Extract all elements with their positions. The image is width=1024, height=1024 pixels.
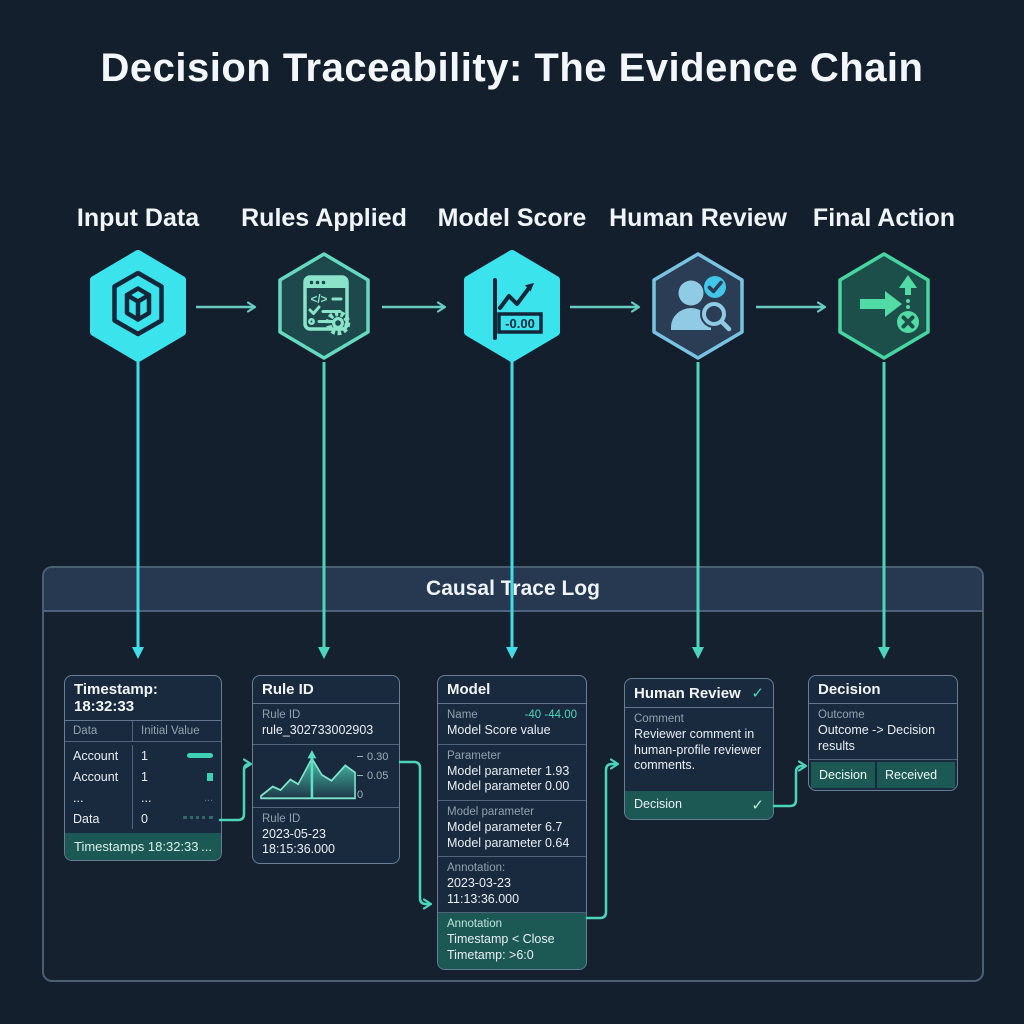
check-icon: ✓ [751, 685, 764, 702]
more-ellipsis: ... [201, 839, 212, 854]
model-name-field: Name -40 -44.00 Model Score value [438, 704, 586, 745]
stage-label-model-score: Model Score [437, 204, 587, 232]
rule-sparkline-chart: 0.30 0.05 0 [253, 745, 399, 808]
cube-icon [112, 270, 164, 337]
rules-applied-hexagon: </> [274, 250, 374, 362]
rule-id-card-header: Rule ID [253, 676, 399, 704]
mini-chip-icon [207, 772, 213, 781]
line-chart-icon: -0.00 [493, 278, 543, 340]
mini-dash-icon [183, 815, 213, 822]
decision-card-footer: Decision Received [809, 760, 957, 790]
rule-id-card: Rule ID Rule ID rule_302733002903 0.30 [252, 675, 400, 864]
person-check-magnifier-icon [671, 276, 732, 332]
column-data: Data [65, 721, 133, 741]
model-card: Model Name -40 -44.00 Model Score value … [437, 675, 587, 970]
row-ellipsis: ... [203, 791, 213, 804]
rule-timestamp-field: Rule ID 2023-05-23 18:15:36.000 [262, 812, 335, 857]
timestamp-table-columns: Data Initial Value [65, 721, 221, 742]
mini-bar-icon [187, 753, 213, 758]
received-cell: Received [877, 762, 955, 789]
model-parameter-field: Parameter Model parameter 1.93 Model par… [438, 745, 586, 801]
human-review-card-footer: Decision ✓ [625, 791, 773, 819]
sparkline-y-ticks: 0.30 0.05 0 [357, 750, 389, 801]
column-initial-value: Initial Value [141, 725, 200, 737]
human-review-hexagon [648, 250, 748, 362]
panel-title: Causal Trace Log [426, 577, 600, 600]
svg-text:-0.00: -0.00 [505, 316, 535, 331]
timestamp-table-rows: Account 1 Account 1 ... ...... Data 0 [65, 742, 221, 833]
model-parameter2-field: Model parameter Model parameter 6.7 Mode… [438, 801, 586, 858]
rule-id-field: Rule ID rule_302733002903 [253, 704, 399, 745]
gear-icon [325, 310, 351, 336]
stage-label-final-action: Final Action [812, 204, 956, 232]
human-review-card: Human Review ✓ Comment Reviewer comment … [624, 678, 774, 820]
page-title: Decision Traceability: The Evidence Chai… [100, 46, 924, 90]
table-row: Account 1 [65, 766, 221, 787]
stage-label-rules-applied: Rules Applied [241, 204, 407, 232]
table-row: ... ...... [65, 787, 221, 808]
table-row: Data 0 [65, 808, 221, 829]
model-score-accent: -40 -44.00 [524, 709, 577, 721]
human-review-card-header: Human Review ✓ [625, 679, 773, 708]
panel-header: Causal Trace Log [44, 568, 982, 612]
input-data-hexagon [88, 250, 188, 362]
decision-outcome-field: Outcome Outcome -> Decision results [809, 704, 957, 761]
timestamp-card: Timestamp: 18:32:33 Data Initial Value A… [64, 675, 222, 861]
route-decision-icon [860, 275, 919, 333]
final-action-hexagon [834, 250, 934, 362]
decision-card: Decision Outcome Outcome -> Decision res… [808, 675, 958, 792]
stage-label-human-review: Human Review [609, 204, 787, 232]
check-icon: ✓ [751, 797, 764, 814]
model-card-footer: Annotation Timestamp < Close Timetamp: >… [438, 913, 586, 969]
timestamp-card-header: Timestamp: 18:32:33 [65, 676, 221, 721]
timestamp-card-footer: Timestamps 18:32:33 ... [65, 833, 221, 860]
model-card-header: Model [438, 676, 586, 704]
decision-card-header: Decision [809, 676, 957, 704]
model-score-hexagon: -0.00 [462, 250, 562, 362]
stage-label-input-data: Input Data [76, 204, 200, 232]
model-annotation-field: Annotation: 2023-03-23 11:13:36.000 [438, 857, 586, 914]
human-review-comment-field: Comment Reviewer comment in human-profil… [634, 713, 762, 773]
svg-text:</>: </> [311, 294, 328, 306]
table-row: Account 1 [65, 745, 221, 766]
decision-cell: Decision [811, 762, 875, 789]
code-window-gear-icon: </> [303, 275, 351, 336]
